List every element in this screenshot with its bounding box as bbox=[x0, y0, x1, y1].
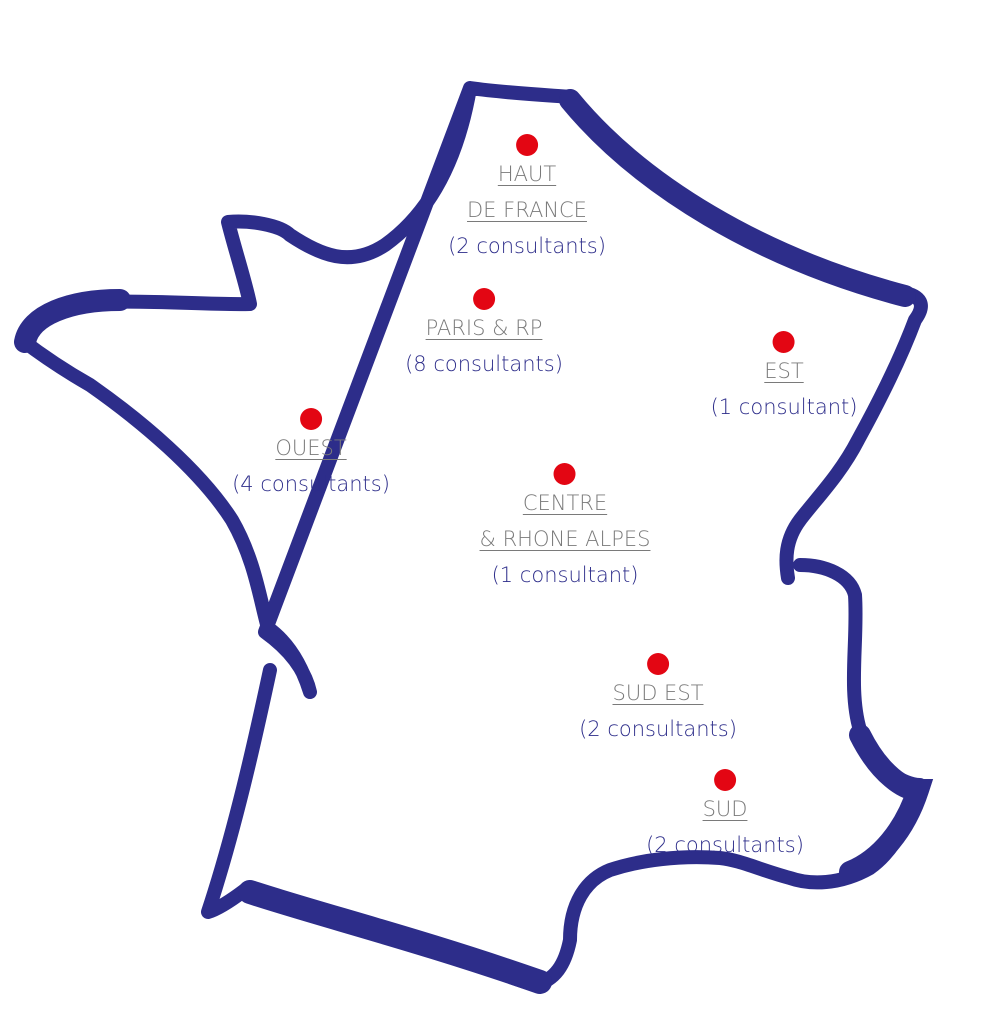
sud-est-link[interactable]: SUD EST bbox=[579, 675, 737, 711]
est-label-line: EST bbox=[764, 359, 804, 383]
sud-marker bbox=[714, 769, 736, 791]
region-centre-rhone-alpes: CENTRE & RHONE ALPES (1 consultant) bbox=[480, 463, 651, 593]
region-est: EST (1 consultant) bbox=[710, 331, 858, 425]
centre-rhone-alpes-marker bbox=[553, 463, 576, 485]
est-link[interactable]: EST bbox=[711, 353, 858, 389]
region-ouest: OUEST (4 consultants) bbox=[232, 408, 390, 502]
haut-de-france-link[interactable]: HAUT DE FRANCE bbox=[448, 156, 606, 228]
ouest-count: (4 consultants) bbox=[232, 472, 390, 496]
sud-count: (2 consultants) bbox=[646, 833, 804, 857]
est-marker bbox=[772, 331, 795, 353]
centre-rhone-alpes-label-line: & RHONE ALPES bbox=[479, 527, 651, 551]
west-brush-stroke bbox=[14, 289, 131, 353]
ouest-label-line: OUEST bbox=[275, 436, 347, 460]
haut-de-france-marker bbox=[516, 134, 538, 156]
centre-rhone-alpes-link[interactable]: CENTRE & RHONE ALPES bbox=[480, 485, 651, 557]
paris-rp-link[interactable]: PARIS & RP bbox=[405, 310, 563, 346]
haut-de-france-count: (2 consultants) bbox=[448, 234, 606, 258]
est-count: (1 consultant) bbox=[710, 395, 858, 419]
centre-rhone-alpes-label-line: CENTRE bbox=[522, 491, 608, 515]
paris-rp-count: (8 consultants) bbox=[405, 352, 563, 376]
region-sud: SUD (2 consultants) bbox=[646, 769, 804, 863]
sud-est-label-line: SUD EST bbox=[612, 681, 704, 705]
sud-link[interactable]: SUD bbox=[646, 791, 804, 827]
haut-de-france-label-line: DE FRANCE bbox=[467, 198, 587, 222]
region-sud-est: SUD EST (2 consultants) bbox=[579, 653, 737, 747]
sud-label-line: SUD bbox=[702, 797, 748, 821]
paris-rp-marker bbox=[473, 288, 495, 310]
sud-est-marker bbox=[647, 653, 669, 675]
paris-rp-label-line: PARIS & RP bbox=[425, 316, 543, 340]
region-haut-de-france: HAUT DE FRANCE (2 consultants) bbox=[448, 134, 606, 264]
southeast-brush-stroke bbox=[839, 724, 934, 883]
ouest-link[interactable]: OUEST bbox=[232, 430, 390, 466]
centre-rhone-alpes-count: (1 consultant) bbox=[491, 563, 639, 587]
region-paris-rp: PARIS & RP (8 consultants) bbox=[405, 288, 563, 382]
sud-est-count: (2 consultants) bbox=[579, 717, 737, 741]
south-brush-stroke bbox=[238, 880, 552, 994]
northeast-brush-stroke bbox=[559, 89, 916, 307]
haut-de-france-label-line: HAUT bbox=[497, 162, 557, 186]
ouest-marker bbox=[300, 408, 322, 430]
